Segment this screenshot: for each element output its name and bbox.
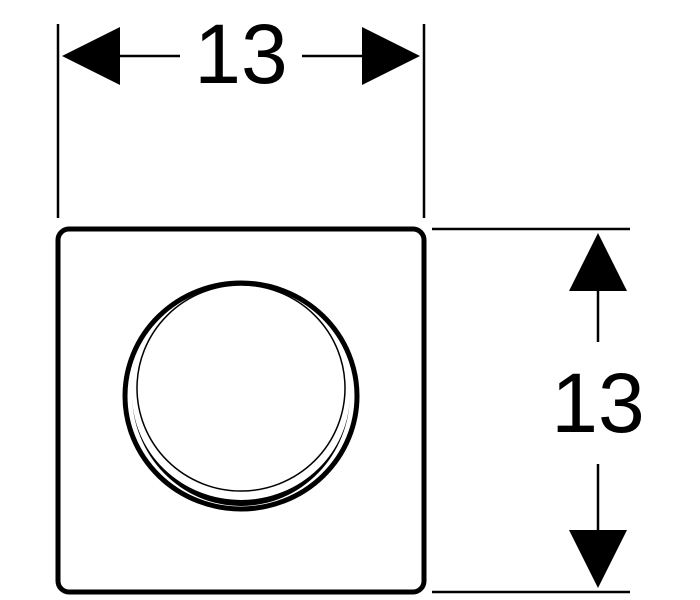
height-dimension: 13 (432, 227, 645, 594)
round-button (122, 280, 360, 512)
height-arrow-bottom (569, 530, 627, 588)
height-dimension-label: 13 (551, 356, 644, 450)
width-dimension-label: 13 (194, 7, 287, 101)
width-arrow-right (362, 27, 420, 85)
width-dimension: 13 (56, 7, 426, 218)
plate-outline (55, 226, 427, 595)
button-shadow-crescent (132, 394, 350, 506)
button-outer-ring (122, 280, 360, 512)
button-inner-ring (136, 284, 346, 492)
width-arrow-left (62, 27, 120, 85)
height-arrow-top (569, 233, 627, 291)
